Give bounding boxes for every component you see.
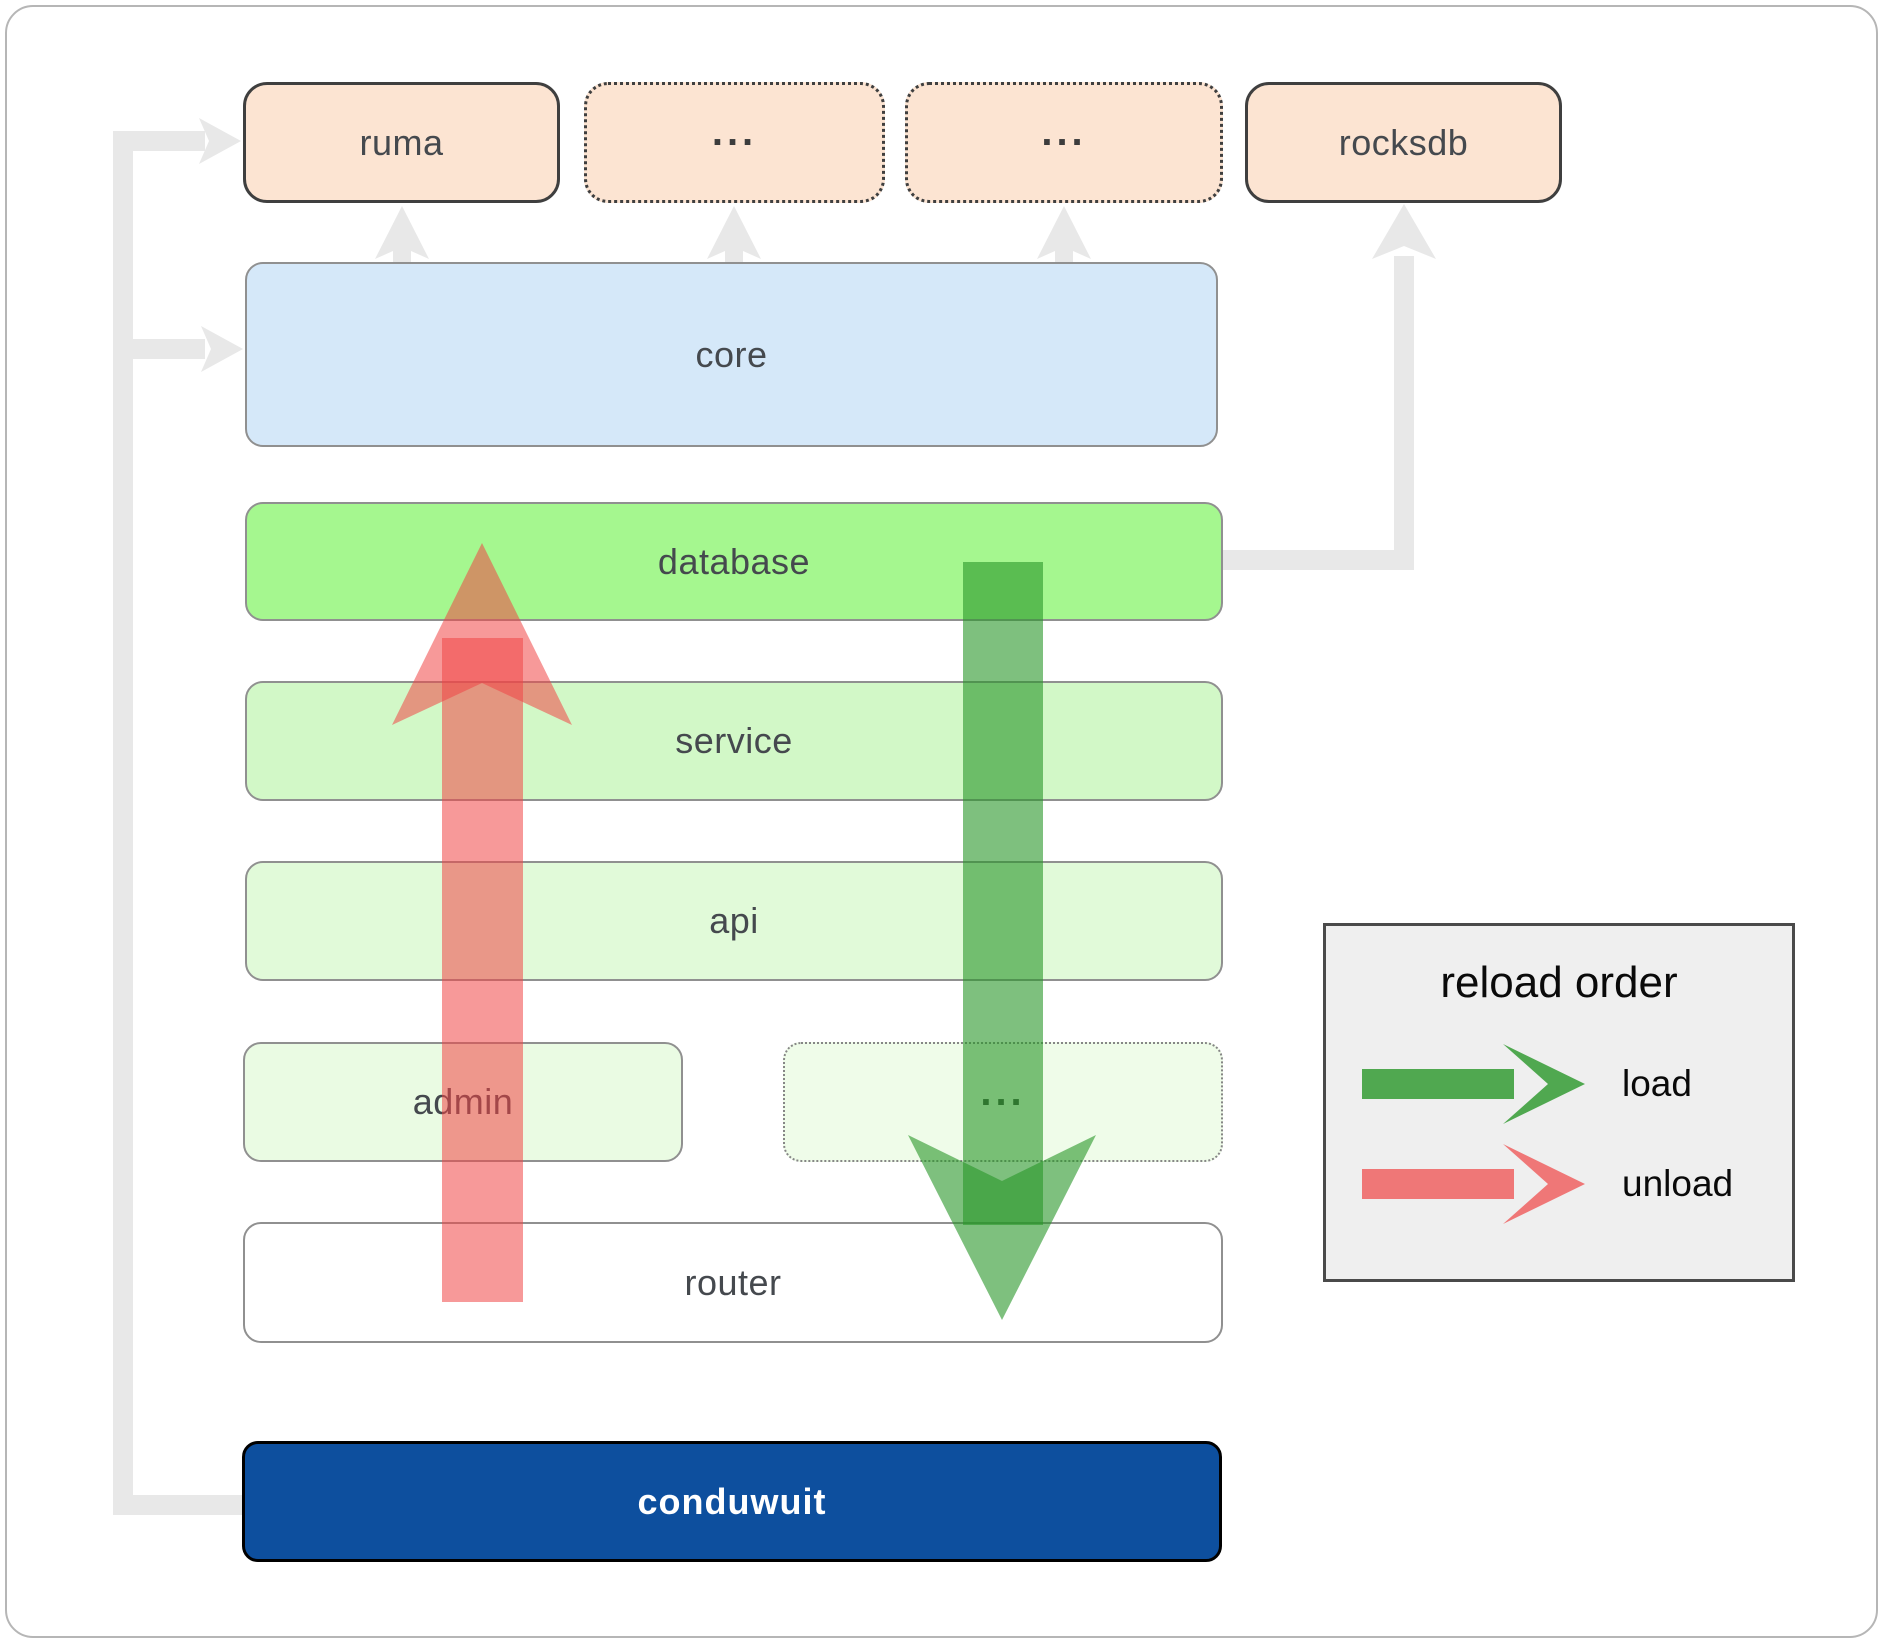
box-database-label: database	[657, 540, 811, 582]
legend-load-label: load	[1622, 1063, 1692, 1104]
box-api-label: api	[709, 900, 759, 941]
up-arrowhead-ext1	[707, 206, 761, 259]
box-service-label: service	[675, 720, 793, 761]
legend-unload-arrowhead	[1503, 1144, 1585, 1224]
up-arrow-shaft-ruma	[393, 246, 411, 263]
legend-unload-arrow	[1362, 1144, 1585, 1224]
up-arrowhead-ruma	[375, 206, 429, 259]
legend-unload-label: unload	[1622, 1163, 1734, 1204]
up-arrowhead-ext2	[1037, 206, 1091, 259]
box-conduwuit-label: conduwuit	[637, 1480, 827, 1522]
legend-load-arrowhead	[1503, 1044, 1585, 1124]
box-core-label: core	[695, 333, 768, 375]
box-rocksdb-label: rocksdb	[1338, 121, 1469, 163]
left-trunk-line	[113, 131, 133, 1515]
box-database: database	[245, 502, 1223, 621]
box-ext-top-1-label: ...	[711, 110, 758, 154]
box-admin: admin	[243, 1042, 683, 1162]
box-router-label: router	[684, 1261, 782, 1303]
box-service: service	[245, 681, 1223, 801]
db-rocksdb-vertical-line	[1394, 256, 1414, 570]
box-core: core	[245, 262, 1218, 447]
box-ruma: ruma	[243, 82, 560, 203]
box-conduwuit: conduwuit	[242, 1441, 1222, 1562]
arrowhead-into-core	[201, 326, 243, 372]
legend-unload-arrow-shaft	[1362, 1169, 1514, 1199]
core-stub-line	[123, 339, 205, 359]
box-ruma-label: ruma	[359, 121, 444, 163]
box-admin-label: admin	[412, 1081, 514, 1122]
diagram-frame	[5, 5, 1878, 1638]
box-router: router	[243, 1222, 1223, 1343]
database-to-rocksdb-connector	[1223, 204, 1436, 570]
up-arrow-shaft-ext2	[1055, 246, 1073, 263]
core-to-modules-connectors	[375, 206, 1091, 263]
box-ext-top-1: ...	[584, 82, 885, 203]
box-ext-top-2: ...	[905, 82, 1223, 203]
legend-title: reload order	[1440, 958, 1678, 1007]
box-ext-top-2-label: ...	[1041, 110, 1087, 154]
box-ext-mid-label: ...	[980, 1069, 1026, 1114]
arrowhead-into-ruma	[199, 118, 241, 164]
conduwuit-elbow-line	[113, 1495, 243, 1515]
legend-reload-order: reload order load unload	[1323, 923, 1795, 1282]
arrowhead-into-rocksdb	[1372, 204, 1436, 259]
ruma-stub-line	[123, 131, 205, 151]
box-api: api	[245, 861, 1223, 981]
box-ext-mid: ...	[783, 1042, 1223, 1162]
db-rocksdb-horizontal-line	[1223, 550, 1414, 570]
legend-load-arrow-shaft	[1362, 1069, 1514, 1099]
conduwuit-dependency-connector	[113, 118, 243, 1515]
legend-load-arrow	[1362, 1044, 1585, 1124]
up-arrow-shaft-ext1	[725, 246, 743, 263]
box-rocksdb: rocksdb	[1245, 82, 1562, 203]
